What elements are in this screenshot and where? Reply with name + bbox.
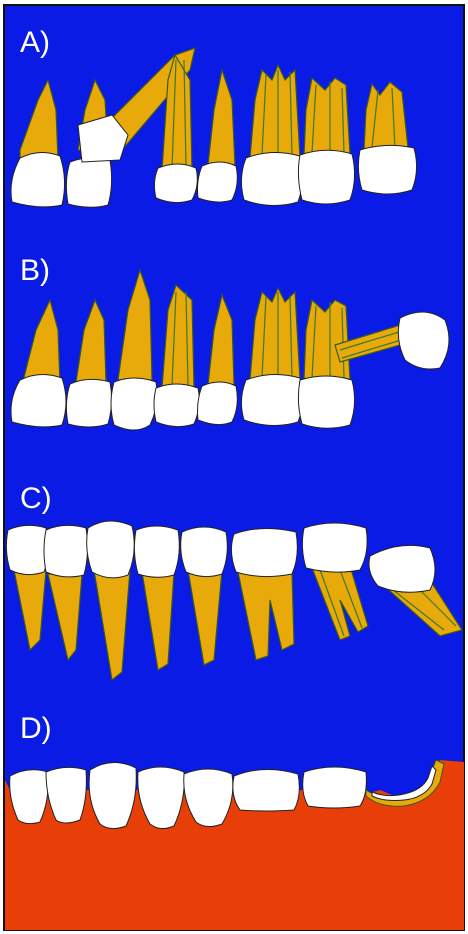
tooth-d6 <box>233 769 299 811</box>
panel-label-d: D) <box>20 712 52 745</box>
panel-label-b: B) <box>20 254 50 287</box>
panel-label-c: C) <box>20 482 52 515</box>
panel-label-a: A) <box>20 26 50 59</box>
tooth-d7 <box>303 767 367 808</box>
